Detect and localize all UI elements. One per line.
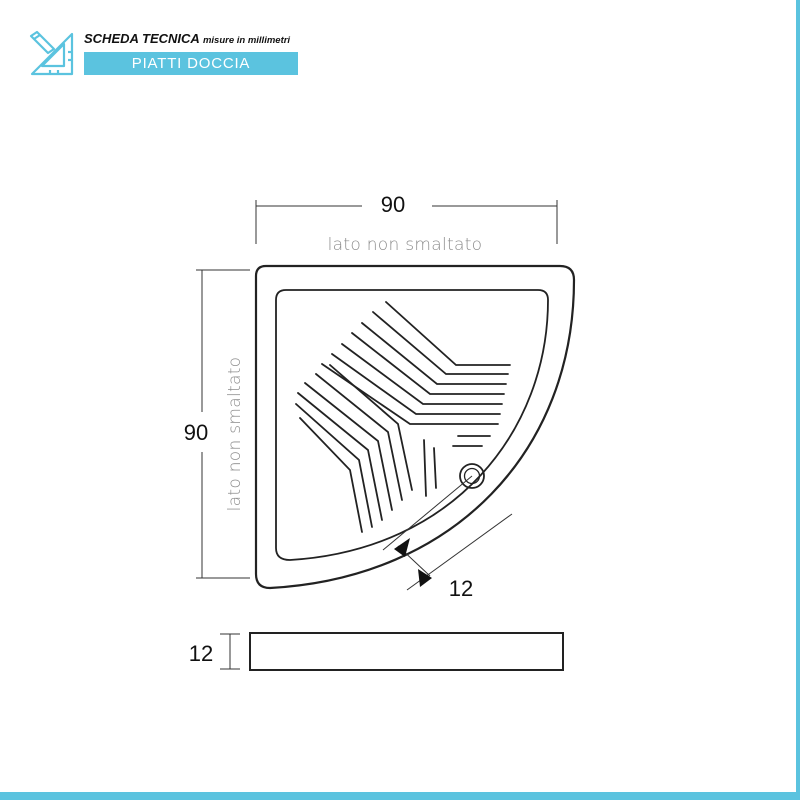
tray-side-profile (249, 632, 564, 671)
header-title-text: SCHEDA TECNICA (84, 31, 200, 46)
top-side-note: lato non smaltato (328, 235, 483, 255)
height-label: 12 (189, 641, 213, 666)
header-title: SCHEDA TECNICA misure in millimetri (84, 31, 290, 46)
frame-bottom-border (0, 792, 800, 800)
frame-right-border (796, 0, 800, 800)
tray-outline (254, 264, 576, 590)
depth-dimension (196, 269, 250, 579)
header-subtitle: misure in millimetri (202, 35, 291, 46)
width-dimension (255, 200, 558, 244)
ruler-pencil-icon (29, 30, 74, 76)
left-side-note: lato non smaltato (225, 357, 245, 512)
width-label: 90 (381, 192, 405, 217)
rim-dimension (382, 475, 513, 591)
anti-slip-pattern (295, 301, 511, 533)
depth-label: 90 (184, 420, 208, 445)
drain-icon (459, 463, 485, 489)
tray-basin (275, 289, 549, 561)
header-banner: PIATTI DOCCIA (84, 52, 298, 75)
height-dimension (220, 633, 240, 670)
rim-label: 12 (449, 576, 473, 601)
